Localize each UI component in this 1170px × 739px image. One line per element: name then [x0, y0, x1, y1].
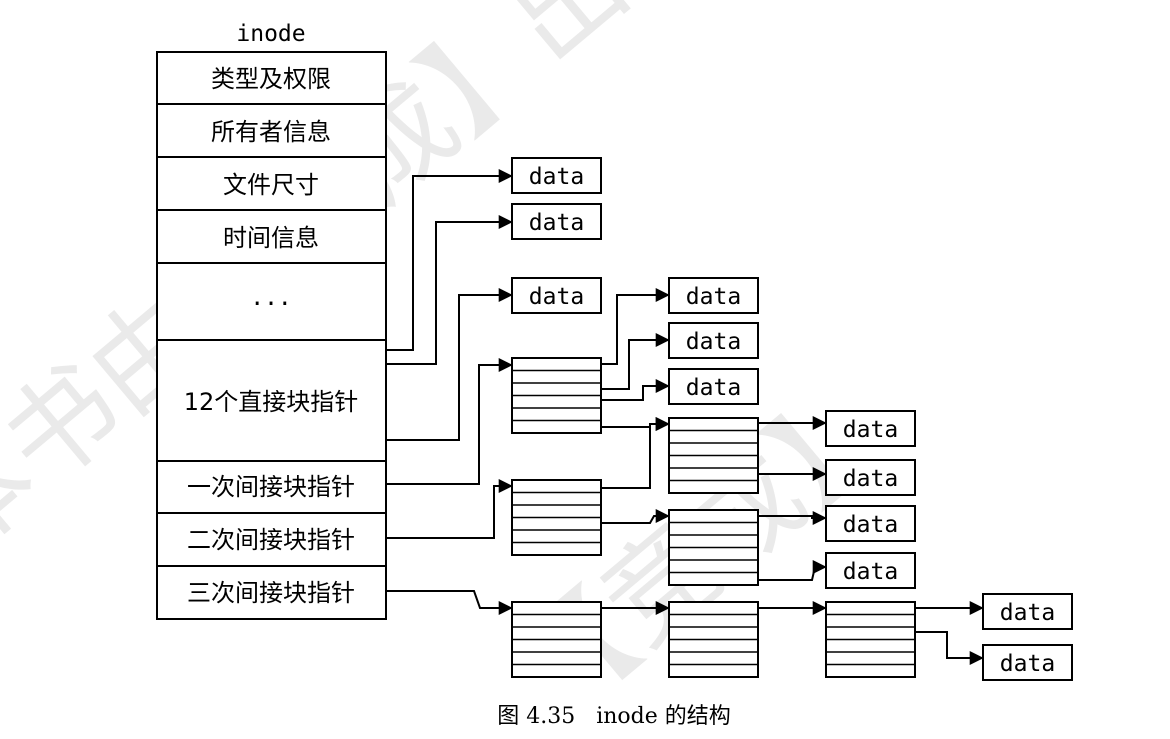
field-direct-block-pointers: 12个直接块指针 — [184, 388, 359, 416]
data-label: data — [529, 284, 584, 310]
data-block: data — [511, 157, 602, 194]
data-label: data — [529, 164, 584, 190]
inode-title: inode — [236, 21, 305, 47]
field-type-permission: 类型及权限 — [211, 65, 331, 93]
field-single-indirect-pointer: 一次间接块指针 — [187, 473, 355, 501]
double-indirect-connector — [386, 479, 513, 539]
data-label: data — [843, 466, 898, 492]
data-block: data — [982, 593, 1073, 630]
field-owner-info: 所有者信息 — [211, 118, 331, 146]
triple-indirect-block-level2 — [668, 601, 759, 678]
data-label: data — [843, 512, 898, 538]
data-block: data — [825, 552, 916, 589]
data-label: data — [843, 417, 898, 443]
field-ellipsis: ... — [250, 285, 292, 311]
data-label: data — [843, 559, 898, 585]
triple-indirect-block-level1 — [511, 601, 602, 678]
triple-indirect-block-level3 — [825, 601, 916, 678]
data-block: data — [511, 277, 602, 314]
single-indirect-connectors — [601, 288, 670, 431]
data-block: data — [511, 203, 602, 240]
field-time-info: 时间信息 — [223, 224, 319, 252]
field-double-indirect-pointer: 二次间接块指针 — [187, 526, 355, 554]
data-block: data — [668, 322, 759, 359]
data-block: data — [825, 410, 916, 447]
double-indirect-block-level2b — [668, 509, 759, 586]
triple-indirect-connector — [386, 590, 513, 615]
data-block: data — [825, 459, 916, 496]
data-block: data — [668, 368, 759, 405]
double-indirect-block-level2a — [668, 417, 759, 494]
single-indirect-connector — [386, 358, 513, 485]
data-label: data — [1000, 600, 1055, 626]
figure-caption: 图 4.35 inode 的结构 — [497, 704, 731, 729]
data-label: data — [686, 375, 741, 401]
inode-table — [156, 51, 387, 620]
triple-indirect-connectors — [601, 601, 984, 665]
single-indirect-block — [511, 357, 602, 434]
field-file-size: 文件尺寸 — [223, 171, 319, 199]
data-block: data — [982, 644, 1073, 681]
data-block: data — [668, 277, 759, 314]
data-label: data — [1000, 651, 1055, 677]
data-block: data — [825, 505, 916, 542]
data-label: data — [529, 210, 584, 236]
double-indirect-connectors — [601, 416, 827, 581]
field-triple-indirect-pointer: 三次间接块指针 — [187, 579, 355, 607]
direct-connectors — [386, 169, 513, 441]
double-indirect-block-level1 — [511, 479, 602, 556]
data-label: data — [686, 284, 741, 310]
data-label: data — [686, 329, 741, 355]
